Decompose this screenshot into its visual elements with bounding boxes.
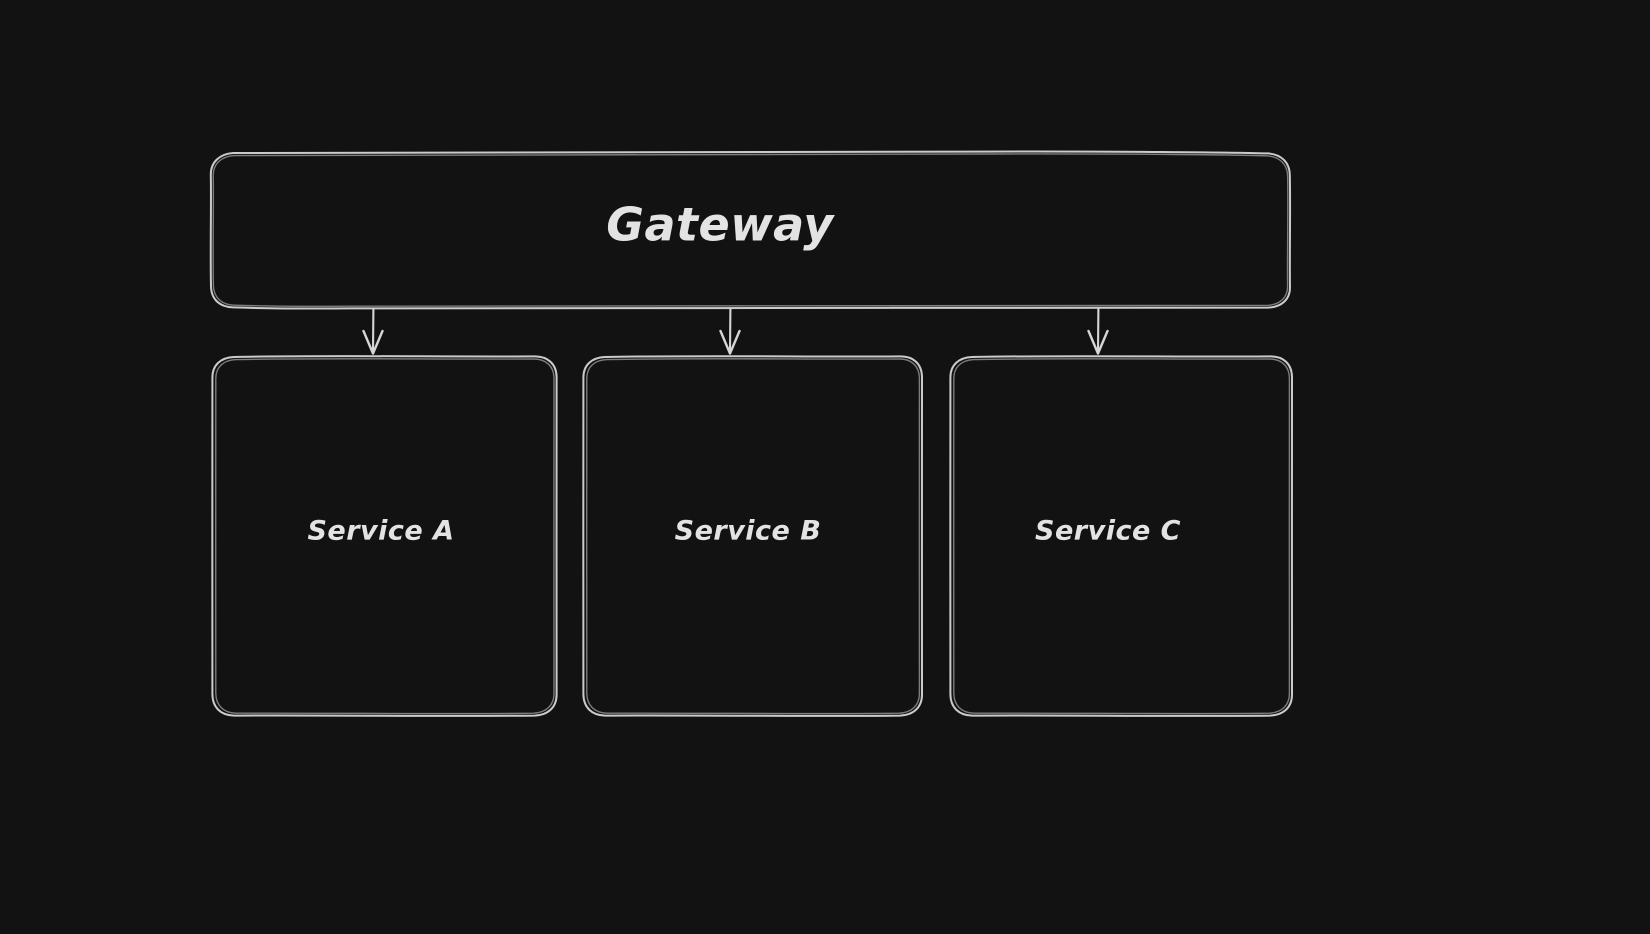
edge-gateway-service-b-arrowhead <box>719 329 741 355</box>
node-gateway[interactable]: Gateway <box>209 150 1292 310</box>
node-service-b-outline <box>582 355 924 717</box>
node-service-b[interactable]: Service B <box>582 355 924 717</box>
node-service-c-outline-ghost <box>952 358 1291 715</box>
node-service-c[interactable]: Service C <box>949 355 1294 717</box>
node-gateway-label: Gateway <box>606 198 835 252</box>
node-service-b-outline-ghost <box>585 358 921 715</box>
edge-gateway-service-a <box>362 307 384 355</box>
node-service-a-outline <box>211 355 558 717</box>
node-service-a[interactable]: Service A <box>211 355 558 717</box>
edge-gateway-service-b <box>719 307 741 355</box>
edge-gateway-service-c <box>1087 307 1109 355</box>
node-gateway-outline-ghost <box>212 153 1289 308</box>
node-service-c-outline <box>949 355 1294 717</box>
edge-gateway-service-a-arrowhead <box>362 329 384 355</box>
node-service-b-label: Service B <box>675 516 822 547</box>
edge-gateway-service-c-arrowhead <box>1087 329 1109 355</box>
node-gateway-outline <box>209 150 1292 310</box>
node-service-c-label: Service C <box>1035 516 1181 547</box>
node-service-a-label: Service A <box>307 516 454 547</box>
node-service-a-outline-ghost <box>214 358 555 715</box>
